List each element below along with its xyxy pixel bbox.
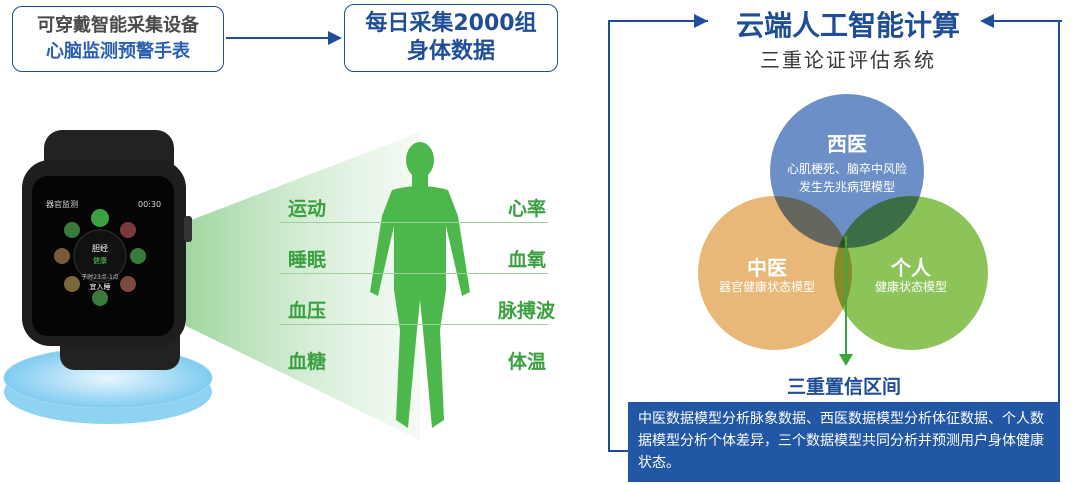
smartwatch-icon xyxy=(22,130,192,370)
tcm-desc: 器官健康状态模型 xyxy=(718,280,815,294)
daily-line1: 每日采集2000组 xyxy=(365,11,537,36)
metric-left-1: 运动 xyxy=(288,198,327,220)
personal-circle xyxy=(834,196,988,350)
western-desc-line1: 心肌梗死、脑卒中风险 xyxy=(786,162,907,176)
metric-right-3: 脉搏波 xyxy=(498,300,556,322)
confidence-interval-label: 三重置信区间 xyxy=(786,376,901,398)
metric-divider xyxy=(280,273,548,274)
summary-box: 中医数据模型分析脉象数据、西医数据模型分析体征数据、个人数据模型分析个体差异，三… xyxy=(628,402,1060,482)
metric-left-2: 睡眠 xyxy=(288,249,327,271)
summary-text: 中医数据模型分析脉象数据、西医数据模型分析体征数据、个人数据模型分析个体差异，三… xyxy=(638,411,1044,471)
daily-line2: 身体数据 xyxy=(406,39,495,64)
watch-organ: 胆经 xyxy=(92,243,108,253)
metric-right-4: 体温 xyxy=(508,351,547,373)
personal-desc: 健康状态模型 xyxy=(874,280,947,294)
watch-period: 子时23点-1点 xyxy=(81,273,119,281)
metric-right-1: 心率 xyxy=(508,198,547,220)
frame-top-right xyxy=(990,20,1062,22)
watch-top-left: 器官监测 xyxy=(46,199,78,209)
projection-beam xyxy=(186,132,420,440)
western-desc: 心肌梗死、脑卒中风险 发生先兆病理模型 xyxy=(770,160,924,196)
arrow-right-icon xyxy=(328,31,342,45)
metric-left-3: 血压 xyxy=(288,300,327,322)
human-silhouette-icon xyxy=(370,142,470,428)
arrow-down-line xyxy=(845,236,847,356)
watch-status: 健康 xyxy=(93,256,107,265)
arrow-left-icon xyxy=(980,14,994,28)
western-desc-line2: 发生先兆病理模型 xyxy=(798,180,895,194)
illustration-layer: 器官监测 00:30 胆经 健康 子时23点-1点 宜入睡 xyxy=(3,130,470,440)
western-title: 西医 xyxy=(827,132,867,156)
daily-data-box: 每日采集2000组 身体数据 xyxy=(344,4,558,72)
cloud-title: 云端人工智能计算 xyxy=(735,9,960,42)
frame-top-left xyxy=(608,20,708,22)
tcm-circle xyxy=(698,196,852,350)
wearable-device-box: 可穿戴智能采集设备 心脑监测预警手表 xyxy=(12,6,224,72)
tcm-title: 中医 xyxy=(747,256,787,280)
wearable-line2: 心脑监测预警手表 xyxy=(46,41,190,62)
metric-right-2: 血氧 xyxy=(508,249,547,271)
cloud-subtitle: 三重论证评估系统 xyxy=(760,48,936,72)
wearable-line1: 可穿戴智能采集设备 xyxy=(37,15,199,36)
watch-time: 00:30 xyxy=(138,200,161,209)
metric-divider xyxy=(280,222,548,223)
arrow-right-icon xyxy=(694,14,708,28)
metric-divider xyxy=(280,324,548,325)
arrow-down-icon xyxy=(839,354,853,366)
watch-advice: 宜入睡 xyxy=(90,282,111,291)
metric-left-4: 血糖 xyxy=(288,351,327,373)
arrow-right-icon xyxy=(226,37,330,39)
personal-title: 个人 xyxy=(891,256,931,280)
